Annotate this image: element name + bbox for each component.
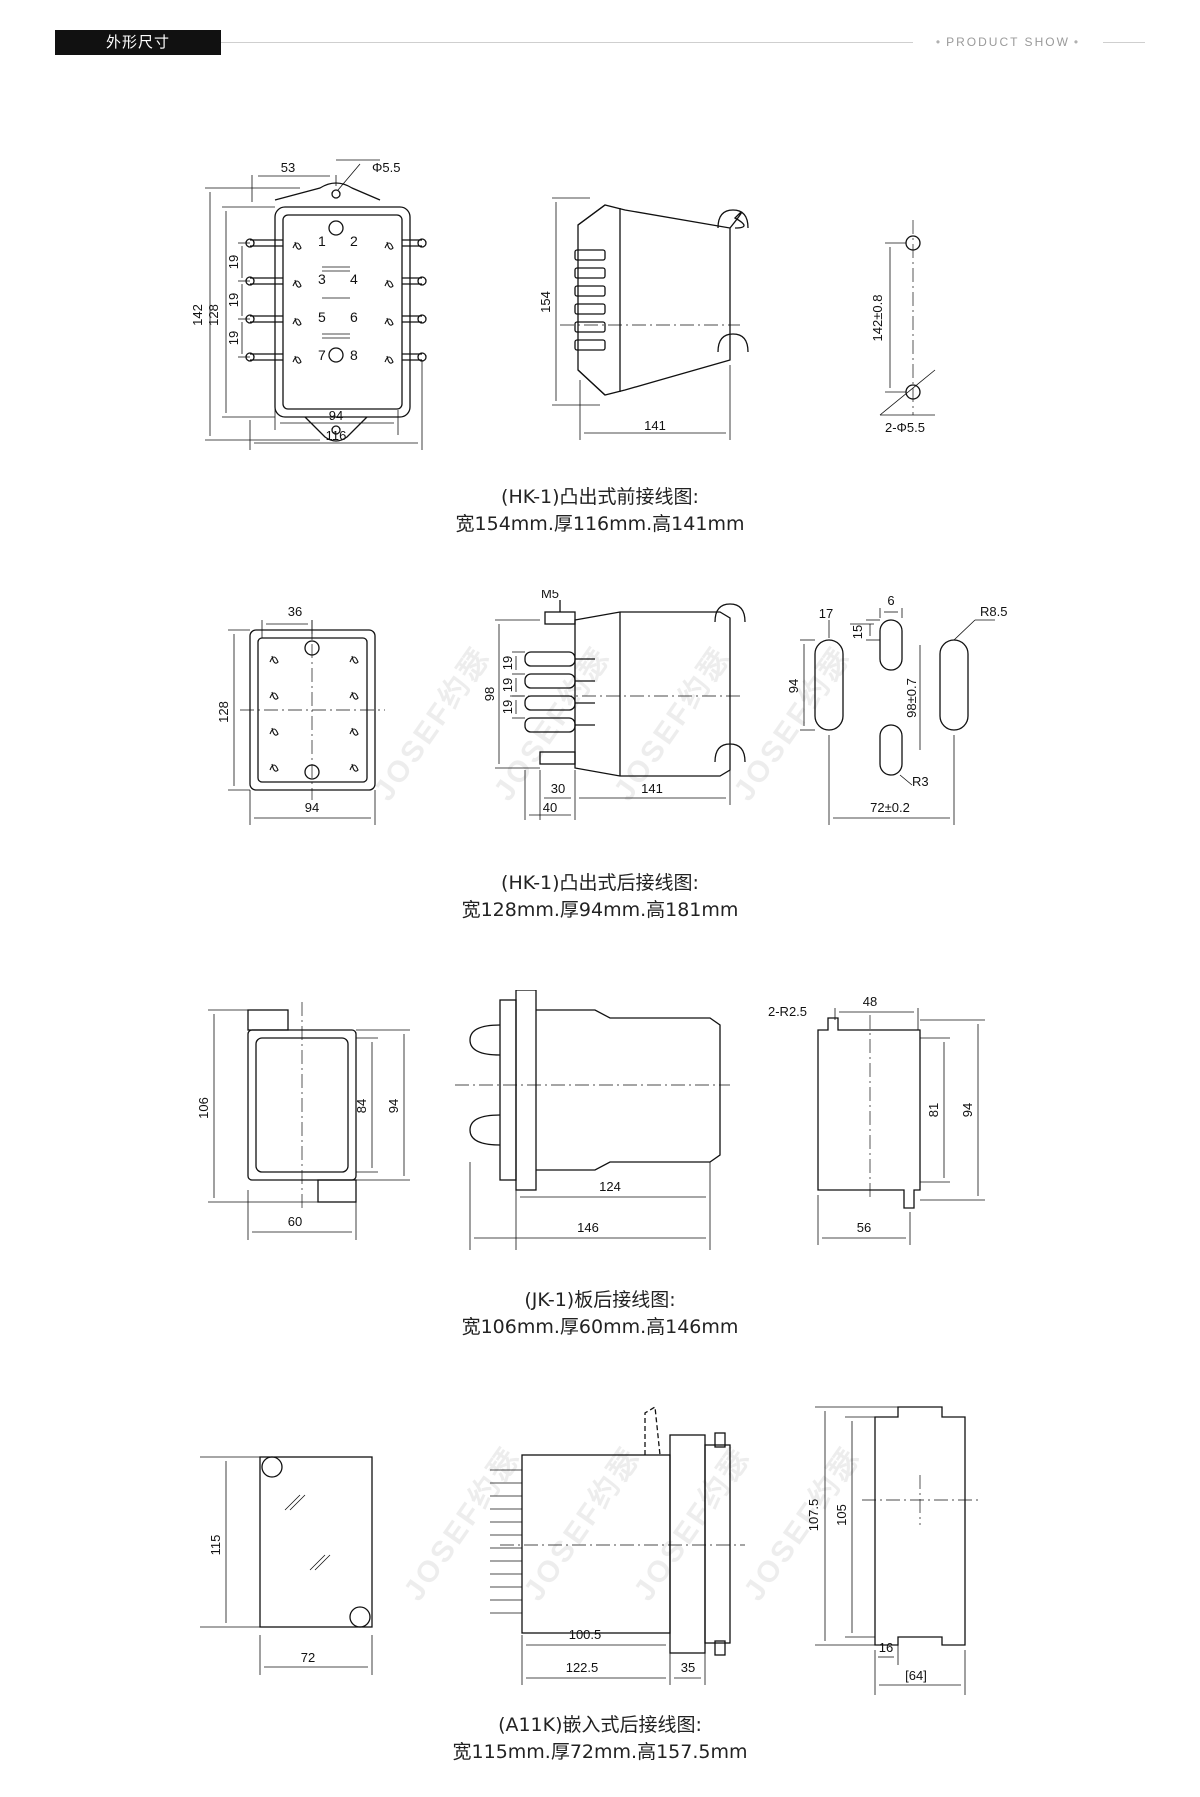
caption-hk1-front: (HK-1)凸出式前接线图: 宽154mm.厚116mm.高141mm bbox=[0, 484, 1200, 538]
dim-label: 19 bbox=[500, 700, 515, 714]
dim-label: M5 bbox=[541, 590, 559, 601]
dim-label: 56 bbox=[857, 1220, 871, 1235]
caption-title: (HK-1)凸出式前接线图: bbox=[501, 486, 699, 508]
dim-label: 35 bbox=[681, 1660, 695, 1675]
dim-label: 53 bbox=[281, 160, 295, 175]
dim-label: 98 bbox=[482, 687, 497, 701]
terminal-label: 2 bbox=[350, 233, 358, 249]
dim-label: 141 bbox=[641, 781, 663, 796]
dim-label: 128 bbox=[206, 304, 221, 326]
dim-label: 19 bbox=[226, 331, 241, 345]
dim-label: R3 bbox=[912, 774, 929, 789]
caption-title: (HK-1)凸出式后接线图: bbox=[501, 872, 699, 894]
terminal-label: 7 bbox=[318, 347, 326, 363]
dim-label: 36 bbox=[288, 604, 302, 619]
caption-dimensions: 宽115mm.厚72mm.高157.5mm bbox=[452, 1741, 748, 1763]
caption-hk1-rear: (HK-1)凸出式后接线图: 宽128mm.厚94mm.高181mm bbox=[0, 870, 1200, 924]
dim-label: 107.5 bbox=[806, 1499, 821, 1532]
dim-label: 30 bbox=[551, 781, 565, 796]
dim-label: 81 bbox=[926, 1103, 941, 1117]
caption-dimensions: 宽128mm.厚94mm.高181mm bbox=[461, 899, 739, 921]
dim-label: 84 bbox=[354, 1099, 369, 1113]
dim-label: R8.5 bbox=[980, 604, 1007, 619]
dim-label: 124 bbox=[599, 1179, 621, 1194]
dim-label: 19 bbox=[500, 656, 515, 670]
dim-label: 72 bbox=[301, 1650, 315, 1665]
dim-label: 94 bbox=[329, 408, 343, 423]
dim-label: 2-Φ5.5 bbox=[885, 420, 925, 435]
dim-label: 19 bbox=[226, 293, 241, 307]
dim-label: 17 bbox=[819, 606, 833, 621]
caption-title: (JK-1)板后接线图: bbox=[524, 1289, 676, 1311]
dim-label: 128 bbox=[216, 701, 231, 723]
terminal-label: 8 bbox=[350, 347, 358, 363]
dim-label: 48 bbox=[863, 994, 877, 1009]
caption-jk1: (JK-1)板后接线图: 宽106mm.厚60mm.高146mm bbox=[0, 1287, 1200, 1341]
terminal-label: 6 bbox=[350, 309, 358, 325]
dim-label: 142 bbox=[190, 304, 205, 326]
dim-label: 94 bbox=[386, 1099, 401, 1113]
dim-label: 94 bbox=[305, 800, 319, 815]
drawing-hk1-front: 53 Φ5.5 142 128 19 19 19 94 116 154 141 … bbox=[0, 140, 1200, 460]
dim-label: 94 bbox=[960, 1103, 975, 1117]
drawing-jk1: 106 84 94 60 124 146 2-R2.5 48 81 94 56 bbox=[0, 990, 1200, 1260]
dim-label: 40 bbox=[543, 800, 557, 815]
header-divider bbox=[221, 42, 1111, 43]
dim-label: [64] bbox=[905, 1668, 927, 1683]
dim-label: 142±0.8 bbox=[870, 295, 885, 342]
dim-label: 60 bbox=[288, 1214, 302, 1229]
header-subtitle: PRODUCT SHOW bbox=[913, 35, 1103, 49]
dim-label: 141 bbox=[644, 418, 666, 433]
dim-label: 16 bbox=[879, 1640, 893, 1655]
terminal-label: 1 bbox=[318, 233, 326, 249]
section-header: 外形尺寸 PRODUCT SHOW bbox=[55, 30, 1145, 56]
dim-label: 122.5 bbox=[566, 1660, 599, 1675]
caption-dimensions: 宽154mm.厚116mm.高141mm bbox=[455, 513, 745, 535]
dim-label: 105 bbox=[834, 1504, 849, 1526]
dim-label: 19 bbox=[500, 678, 515, 692]
dim-label: 106 bbox=[196, 1097, 211, 1119]
terminal-label: 3 bbox=[318, 271, 326, 287]
dim-label: Φ5.5 bbox=[372, 160, 400, 175]
caption-title: (A11K)嵌入式后接线图: bbox=[498, 1714, 702, 1736]
terminal-label: 5 bbox=[318, 309, 326, 325]
dim-label: 2-R2.5 bbox=[768, 1004, 807, 1019]
dim-label: 154 bbox=[538, 291, 553, 313]
caption-dimensions: 宽106mm.厚60mm.高146mm bbox=[461, 1316, 739, 1338]
dim-label: 72±0.2 bbox=[870, 800, 910, 815]
dim-label: 19 bbox=[226, 255, 241, 269]
dim-label: 116 bbox=[326, 428, 347, 443]
dim-label: 6 bbox=[887, 593, 894, 608]
dim-label: 100.5 bbox=[569, 1627, 602, 1642]
dim-label: 98±0.7 bbox=[904, 678, 919, 718]
dim-label: 146 bbox=[577, 1220, 599, 1235]
dim-label: 115 bbox=[208, 1535, 223, 1556]
dim-label: 15 bbox=[850, 625, 865, 639]
dim-label: 94 bbox=[786, 679, 801, 693]
caption-a11k: (A11K)嵌入式后接线图: 宽115mm.厚72mm.高157.5mm bbox=[0, 1712, 1200, 1766]
section-title-tag: 外形尺寸 bbox=[55, 30, 221, 55]
drawing-a11k: 115 72 100.5 35 122.5 107.5 105 16 [64] bbox=[0, 1395, 1200, 1695]
drawing-hk1-rear: 36 128 94 M5 19 19 19 98 30 141 40 17 6 … bbox=[0, 590, 1200, 830]
terminal-label: 4 bbox=[350, 271, 358, 287]
